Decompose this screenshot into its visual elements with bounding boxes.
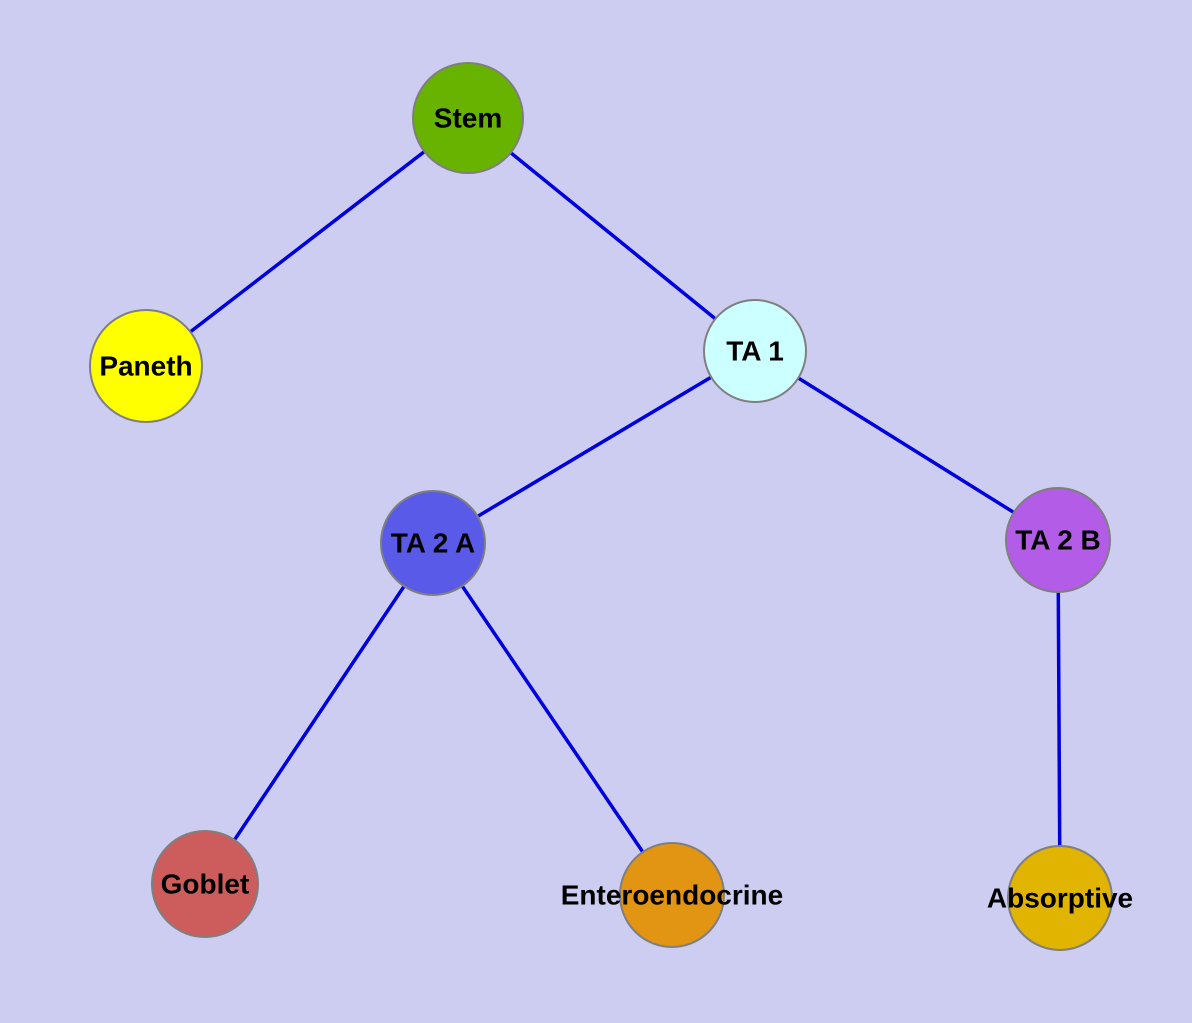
node-circle-absorptive[interactable] xyxy=(1007,845,1113,951)
node-paneth[interactable]: Paneth xyxy=(89,309,203,423)
node-ta-1[interactable]: TA 1 xyxy=(703,299,807,403)
node-circle-ta-2-a[interactable] xyxy=(380,490,486,596)
node-circle-goblet[interactable] xyxy=(151,830,259,938)
node-goblet[interactable]: Goblet xyxy=(151,830,259,938)
edge-ta-1-ta-2-b xyxy=(754,349,1059,542)
edge-stem-paneth xyxy=(144,116,470,368)
node-ta-2-a[interactable]: TA 2 A xyxy=(380,490,486,596)
edge-ta-2-a-goblet xyxy=(203,542,435,885)
node-circle-paneth[interactable] xyxy=(89,309,203,423)
node-ta-2-b[interactable]: TA 2 B xyxy=(1005,487,1111,593)
edges-layer xyxy=(144,116,1062,899)
node-circle-enteroendocrine[interactable] xyxy=(619,842,725,948)
node-circle-ta-2-b[interactable] xyxy=(1005,487,1111,593)
edge-stem-ta-1 xyxy=(466,116,757,353)
node-stem[interactable]: Stem xyxy=(412,62,524,174)
node-circle-stem[interactable] xyxy=(412,62,524,174)
edge-ta-2-b-absorptive xyxy=(1056,539,1062,899)
node-absorptive[interactable]: Absorptive xyxy=(987,845,1133,951)
edge-ta-2-a-enteroendocrine xyxy=(431,542,674,896)
node-enteroendocrine[interactable]: Enteroendocrine xyxy=(561,842,783,948)
node-circle-ta-1[interactable] xyxy=(703,299,807,403)
edge-ta-1-ta-2-a xyxy=(432,349,756,545)
